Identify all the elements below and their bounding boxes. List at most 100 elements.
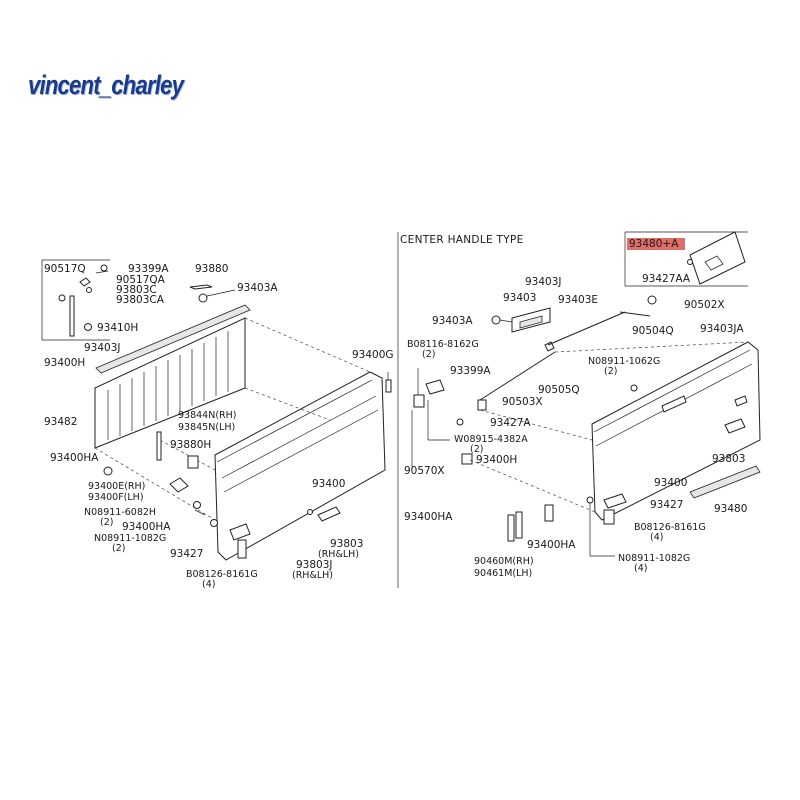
callout-qty-2b: (2) (604, 366, 617, 377)
callout-qty-4a: (4) (650, 532, 663, 543)
callout-93400f: 93400F(LH) (88, 492, 144, 503)
callout-93410h: 93410H (97, 322, 138, 334)
nut-part (586, 496, 594, 504)
assembly-line (159, 439, 216, 471)
callout-93403e: 93403E (558, 294, 598, 306)
hinge-pin (515, 511, 523, 539)
callout-93803: 93803 (712, 453, 745, 465)
clip-part (86, 287, 92, 293)
inset-bracket (41, 259, 110, 341)
leader-line (206, 289, 236, 297)
callout-qty-2a: (2) (422, 349, 435, 360)
section-title: CENTER HANDLE TYPE (400, 234, 524, 246)
callout-93403a: 93403A (432, 315, 473, 327)
callout-qty-4b: (4) (634, 563, 647, 574)
callout-90504q: 90504Q (632, 325, 674, 337)
trim-strip (689, 465, 761, 499)
callout-93482: 93482 (44, 416, 77, 428)
assembly-line (554, 341, 749, 353)
callout-90503x: 90503X (502, 396, 543, 408)
release-rod (479, 351, 556, 401)
callout-qty-2c: (2) (470, 444, 483, 455)
callout-90517q: 90517Q (44, 263, 86, 275)
hinge-part (603, 493, 627, 509)
latch-part (734, 395, 748, 407)
callout-90505q: 90505Q (538, 384, 580, 396)
callout-n08911-1062g: N08911-1062G (588, 356, 660, 367)
callout-93403j: 93403J (84, 342, 121, 354)
callout-rhlh-1: (RH&LH) (318, 549, 359, 560)
callout-qty-2a: (2) (100, 517, 113, 528)
emblem-part (689, 231, 746, 285)
leader-line (589, 503, 615, 557)
callout-rhlh-2: (RH&LH) (292, 570, 333, 581)
leader-line (427, 400, 450, 441)
cable-strip (189, 284, 213, 290)
hinge-pin (507, 514, 515, 542)
callout-93400ha: 93400HA (50, 452, 99, 464)
tailgate-groove (221, 395, 377, 479)
callout-n08911-6082h: N08911-6082H (84, 507, 156, 518)
callout-93480a: 93480+A (629, 238, 679, 250)
handle-lever (519, 315, 543, 329)
emblem-inset-box (624, 231, 748, 287)
tailgate-top-edge (216, 379, 373, 463)
assembly-line (469, 459, 596, 513)
callout-n08911-1082g: N08911-1082G (618, 553, 690, 564)
handle-recess (661, 395, 687, 413)
screw-part (491, 315, 501, 325)
bracket-part (169, 477, 189, 493)
nut-part (193, 501, 201, 509)
leader-line (499, 319, 513, 323)
callout-b08126: B08126-8161G (186, 569, 258, 580)
callout-93403a: 93403A (237, 282, 278, 294)
latch-part (413, 394, 425, 408)
callout-93400ha: 93400HA (404, 511, 453, 523)
callout-93400e: 93400E(RH) (88, 481, 145, 492)
highlight-box (627, 238, 685, 250)
clip-part (461, 453, 473, 465)
bracket-part (187, 455, 199, 469)
callout-93403: 93403 (503, 292, 536, 304)
callout-93803ca: 93803CA (116, 294, 165, 306)
left-callouts: 90517Q 93399A 93880 90517QA 93803C 93803… (44, 263, 394, 590)
bolt-part (84, 323, 92, 331)
callout-n08911-1082g: N08911-1082G (94, 533, 166, 544)
callout-90517qa: 90517QA (116, 274, 166, 286)
left-assembly (41, 259, 392, 561)
clip-part (58, 294, 66, 302)
callout-93480: 93480 (714, 503, 747, 515)
screw-part (456, 418, 464, 426)
clip-part (79, 277, 91, 287)
leader-line (194, 509, 206, 516)
tailgate-top-edge (593, 349, 751, 433)
callout-93427aa: 93427AA (642, 273, 691, 285)
release-rod (547, 311, 626, 346)
callout-93880: 93880 (195, 263, 228, 275)
callout-90460m: 90460M(RH) (474, 556, 534, 567)
callout-93400ha-2: 93400HA (527, 539, 576, 551)
callout-93427a: 93427A (490, 417, 531, 429)
callout-b08126: B08126-8161G (634, 522, 706, 533)
callout-93845n: 93845N(LH) (178, 422, 235, 433)
callout-93400: 93400 (312, 478, 345, 490)
tailgate-groove (223, 409, 379, 493)
latch-part (477, 399, 487, 411)
callout-93403ja: 93403JA (700, 323, 744, 335)
callout-w08915: W08915-4382A (454, 434, 528, 445)
trim-rail-upper (95, 304, 251, 374)
callout-93803j: 93803J (296, 559, 333, 571)
callout-90570x: 90570X (404, 465, 445, 477)
leader-line (95, 270, 109, 274)
callout-93803c: 93803C (116, 284, 157, 296)
callout-93844n: 93844N(RH) (178, 410, 236, 421)
release-rod (619, 311, 651, 317)
callout-93400h: 93400H (476, 454, 517, 466)
hinge-part (237, 539, 247, 559)
callout-93400: 93400 (654, 477, 687, 489)
latch-part (724, 418, 746, 434)
emblem-logo (704, 255, 724, 271)
callout-93880h: 93880H (170, 439, 211, 451)
assembly-line (244, 317, 371, 373)
callout-b08116: B08116-8162G (407, 339, 479, 350)
